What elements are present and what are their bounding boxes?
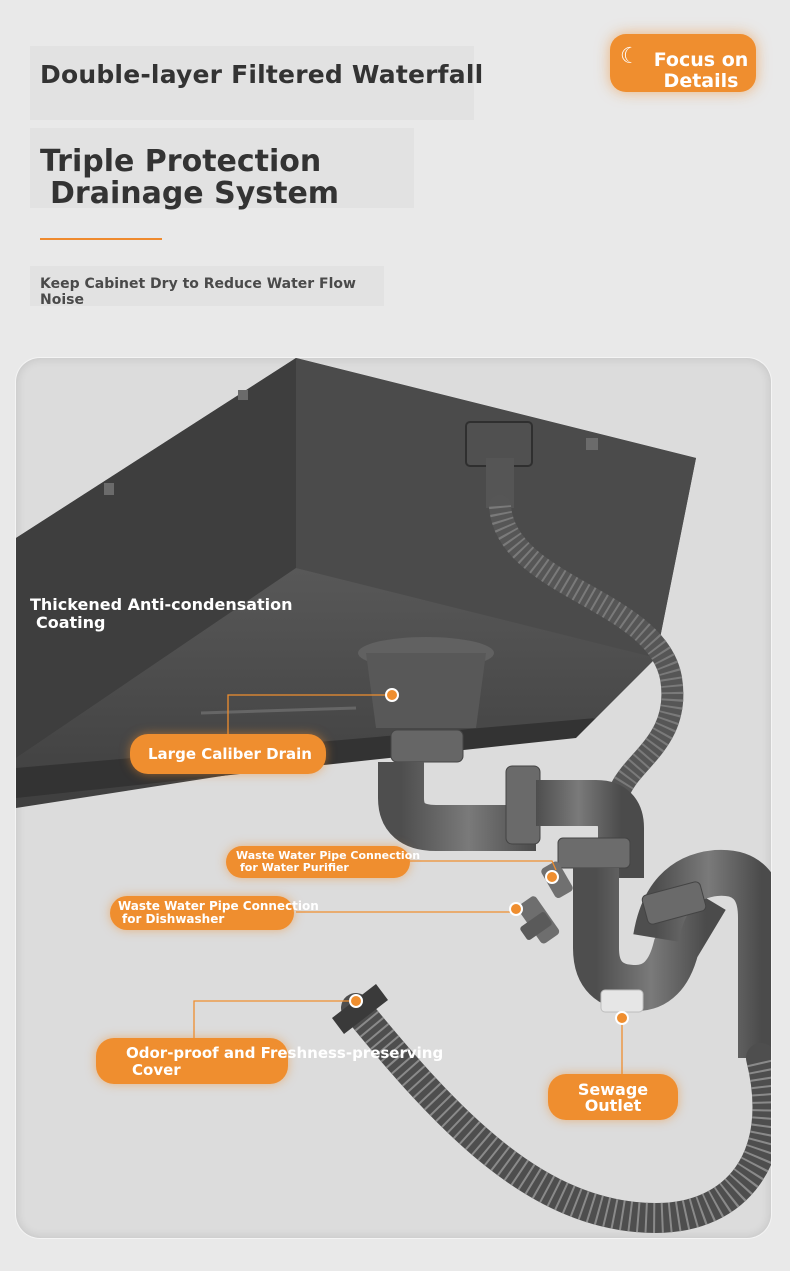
dishwasher-connection-label: Waste Water Pipe Connection for Dishwash… <box>110 896 319 930</box>
purifier-connection-label: Waste Water Pipe Connection for Water Pu… <box>226 846 420 878</box>
heading-line-1: Triple Protection <box>40 144 322 179</box>
moon-icon: ☾ <box>620 44 640 69</box>
coating-label-line-1: Thickened Anti-condensation <box>30 595 293 614</box>
overflow-connector <box>465 421 533 508</box>
focus-badge-text: Focus on Details <box>646 50 756 92</box>
purifier-label-line-2: for Water Purifier <box>240 861 349 874</box>
title-backdrop-2 <box>30 128 414 208</box>
heading-line-2: Drainage System <box>50 176 340 211</box>
odor-label-line-1: Odor-proof and Freshness-preserving <box>126 1044 444 1062</box>
focus-badge-line-1: Focus on <box>653 49 749 71</box>
purifier-label-line-1: Waste Water Pipe Connection <box>236 849 421 862</box>
large-drain <box>358 637 536 851</box>
callout-dots <box>349 688 629 1025</box>
large-drain-label-text: Large Caliber Drain <box>148 745 312 763</box>
odor-proof-cover-label: Odor-proof and Freshness-preserving Cove… <box>96 1038 443 1084</box>
odor-proof-cover <box>332 984 388 1034</box>
focus-badge-line-2: Details <box>663 70 739 92</box>
sink-drainage-illustration <box>16 358 771 1234</box>
p-trap <box>633 849 771 1058</box>
sewage-outlet-cap <box>600 989 644 1013</box>
page-title: Double-layer Filtered Waterfall <box>40 60 484 89</box>
callout-lines <box>193 694 623 1074</box>
dishwasher-label-line-2: for Dishwasher <box>122 912 225 926</box>
page-heading: Triple Protection Drainage System <box>40 146 420 210</box>
accent-divider <box>40 238 162 240</box>
product-illustration-panel: Thickened Anti-condensation Coating Larg… <box>16 358 771 1238</box>
dishwasher-label-line-1: Waste Water Pipe Connection <box>118 899 319 913</box>
sink-basin <box>16 358 696 808</box>
sewage-outlet-label: Sewage Outlet <box>548 1074 678 1120</box>
coating-label: Thickened Anti-condensation Coating <box>30 596 330 632</box>
sewage-label-line-2: Outlet <box>584 1096 642 1115</box>
page-subtitle: Keep Cabinet Dry to Reduce Water Flow No… <box>40 276 356 308</box>
sewage-label-line-1: Sewage <box>577 1080 649 1099</box>
subtitle-backdrop <box>30 266 384 306</box>
dishwasher-connection <box>517 896 560 944</box>
coating-label-line-2: Coating <box>36 613 106 632</box>
odor-label-line-2: Cover <box>132 1061 181 1079</box>
title-backdrop-1 <box>30 46 474 120</box>
focus-badge: ☾ Focus on Details <box>610 34 756 92</box>
large-drain-label: Large Caliber Drain <box>130 734 326 774</box>
